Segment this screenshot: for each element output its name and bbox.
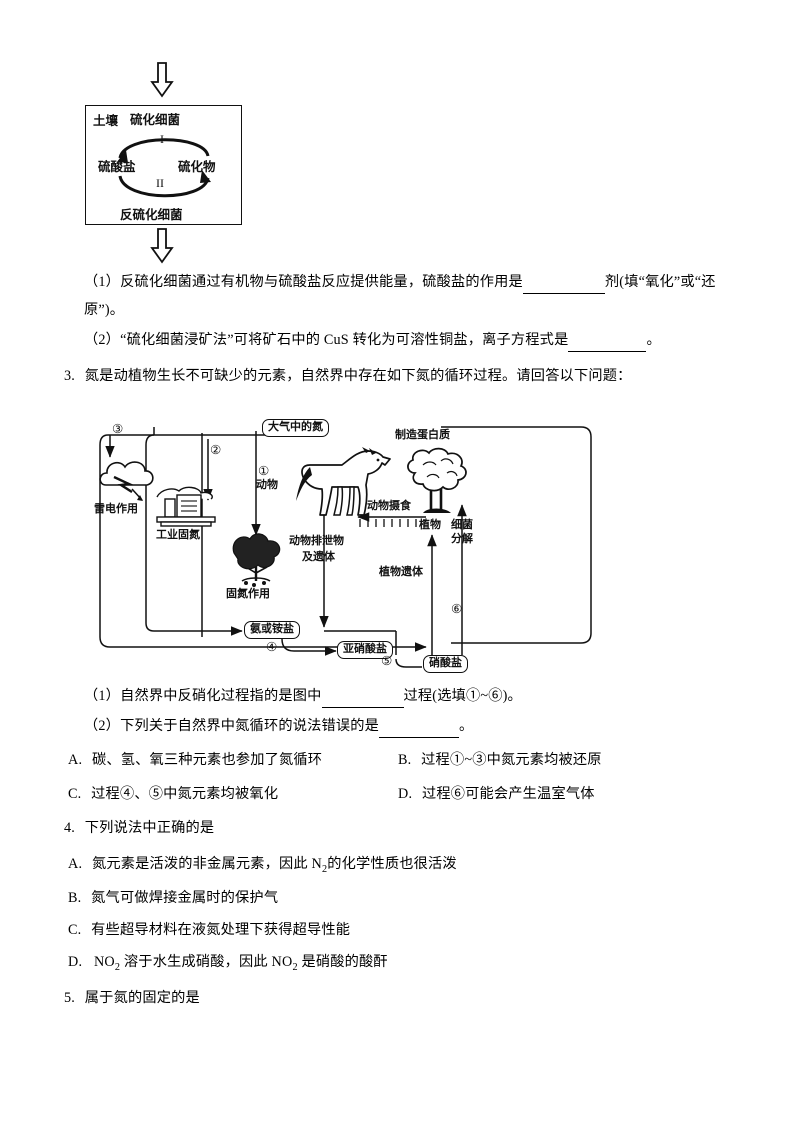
nitrate-pill: 硝酸盐 (423, 655, 468, 673)
q2-part2-blank[interactable] (568, 330, 647, 353)
animal-waste-label-line1: 动物排泄物 (289, 535, 344, 547)
q4-option-d-sub2: 2 (292, 961, 298, 973)
step-one-label: I (160, 132, 164, 146)
marker-2: ② (210, 442, 222, 457)
q4-option-a-sub: 2 (321, 863, 328, 875)
q3-option-a-key: A. (68, 752, 83, 768)
ammonia-or-ammonium-pill: 氨或铵盐 (244, 621, 300, 639)
lightning-cloud-icon (99, 461, 154, 501)
q3-option-a-text: 碳、氢、氧三种元素也参加了氮循环 (91, 752, 323, 768)
nitrogen-cycle-diagram: 大气中的氮 氨或铵盐 亚硝酸盐 硝酸盐 雷电作用 工业固氮 (94, 405, 696, 673)
q2-part1-line2: 原”)。 (84, 302, 125, 318)
q5-stem-line: 5. 属于氮的固定的是 (64, 988, 200, 1009)
marker-3: ③ (112, 421, 124, 436)
q3-part1-text-b: 过程(选填①~⑥)。 (403, 688, 522, 704)
q3-part2-text-a: （2）下列关于自然界中氮循环的说法错误的是 (84, 718, 380, 734)
q2-part1-line1: （1）反硫化细菌通过有机物与硫酸盐反应提供能量，硫酸盐的作用是 剂(填“氧化”或… (84, 272, 716, 295)
down-arrow-icon-top (150, 62, 174, 98)
q4-option-c-pre: 有些超导材料在液氮处理下获得超导性能 (91, 922, 351, 938)
q3-option-c[interactable]: C. 过程④、⑤中氮元素均被氧化 (68, 784, 278, 805)
q3-part2-blank[interactable] (379, 716, 460, 739)
q3-option-d[interactable]: D. 过程⑥可能会产生温室气体 (398, 784, 595, 805)
q3-option-b[interactable]: B. 过程①~③中氮元素均被还原 (398, 750, 602, 771)
q4-number: 4. (64, 820, 76, 836)
sulfur-cycle-box: 土壤 硫化细菌 I II 硫酸盐 硫化物 反硫化细菌 (85, 105, 242, 225)
q5-number: 5. (64, 990, 76, 1006)
horse-animal-icon (296, 447, 391, 516)
marker-1: ① (258, 463, 270, 478)
nitrite-pill: 亚硝酸盐 (337, 641, 393, 659)
tree-plant-icon (407, 447, 467, 514)
protein-synthesis-label: 制造蛋白质 (395, 429, 450, 441)
q4-option-b-key: B. (68, 890, 82, 906)
sulfur-bacteria-label: 硫化细菌 (130, 113, 181, 127)
animal-feeding-label: 动物摄食 (367, 500, 411, 512)
marker-5: ⑤ (381, 653, 393, 668)
q3-option-b-key: B. (398, 752, 412, 768)
q3-stem-line: 3. 氮是动植物生长不可缺少的元素，自然界中存在如下氮的循环过程。请回答以下问题… (64, 366, 632, 387)
atmospheric-nitrogen-pill: 大气中的氮 (262, 419, 329, 437)
factory-icon (156, 486, 216, 527)
q4-option-a[interactable]: A. 氮元素是活泼的非金属元素，因此 N2的化学性质也很活泼 (68, 854, 457, 877)
q3-part2-line: （2）下列关于自然界中氮循环的说法错误的是 。 (84, 716, 474, 739)
q4-stem-line: 4. 下列说法中正确的是 (64, 818, 214, 839)
q3-option-c-text: 过程④、⑤中氮元素均被氧化 (91, 786, 279, 802)
bacterial-decomposition-label-line2: 分解 (451, 533, 473, 545)
q3-number: 3. (64, 368, 76, 384)
q3-option-b-text: 过程①~③中氮元素均被还原 (421, 752, 602, 768)
q2-part2-text-b: 。 (646, 332, 661, 348)
biological-fixation-label: 固氮作用 (226, 588, 270, 600)
q4-option-d-sub: 2 (114, 961, 121, 973)
lightning-label: 雷电作用 (94, 503, 138, 515)
q3-part2-text-b: 。 (459, 718, 474, 734)
q4-option-b[interactable]: B. 氮气可做焊接金属时的保护气 (68, 888, 278, 909)
animal-waste-label-line2: 及遗体 (302, 551, 335, 563)
q4-option-d-pre: NO (93, 954, 115, 970)
q3-part1-line: （1）自然界中反硝化过程指的是图中 过程(选填①~⑥)。 (84, 686, 522, 709)
bacterial-decomposition-label-line1: 细菌 (451, 519, 473, 531)
sulfur-cycle-diagram: 土壤 硫化细菌 I II 硫酸盐 硫化物 反硫化细菌 (85, 62, 245, 267)
q3-part1-blank[interactable] (321, 686, 404, 709)
legume-plant-icon (232, 533, 281, 587)
q2-part2-text-a: （2）“硫化细菌浸矿法”可将矿石中的 CuS 转化为可溶性铜盐，离子方程式是 (84, 332, 569, 348)
q3-option-d-key: D. (398, 786, 413, 802)
desulfurizing-bacteria-label: 反硫化细菌 (120, 208, 183, 222)
q5-stem-text: 属于氮的固定的是 (84, 990, 200, 1006)
sulfate-label: 硫酸盐 (98, 160, 136, 174)
down-arrow-icon-bottom (150, 228, 174, 264)
q4-option-d-post2: 是硝酸的酸酐 (297, 954, 388, 970)
plant-label: 植物 (419, 519, 441, 531)
q2-part1-text-a: （1）反硫化细菌通过有机物与硫酸盐反应提供能量，硫酸盐的作用是 (84, 274, 523, 290)
q2-part1-text-b: 剂(填“氧化”或“还 (604, 274, 716, 290)
q3-option-d-text: 过程⑥可能会产生温室气体 (421, 786, 595, 802)
q4-option-d-key: D. (68, 954, 83, 970)
q3-part1-text-a: （1）自然界中反硝化过程指的是图中 (84, 688, 322, 704)
q3-option-c-key: C. (68, 786, 82, 802)
animal-label: 动物 (256, 479, 278, 491)
q4-stem-text: 下列说法中正确的是 (84, 820, 215, 836)
q4-option-a-pre: 氮元素是活泼的非金属元素，因此 N (91, 856, 322, 872)
q4-option-b-pre: 氮气可做焊接金属时的保护气 (91, 890, 279, 906)
q4-option-d-post: 溶于水生成硝酸，因此 NO (120, 954, 293, 970)
q2-part1-blank[interactable] (522, 272, 605, 295)
q4-option-a-post: 的化学性质也很活泼 (327, 856, 457, 872)
cycle-arrows (117, 138, 211, 198)
q4-option-c[interactable]: C. 有些超导材料在液氮处理下获得超导性能 (68, 920, 350, 941)
plant-remains-label: 植物遗体 (379, 566, 423, 578)
q4-option-d[interactable]: D. NO2 溶于水生成硝酸，因此 NO2 是硝酸的酸酐 (68, 952, 388, 975)
q4-option-c-key: C. (68, 922, 82, 938)
marker-4: ④ (266, 639, 278, 654)
q4-option-a-key: A. (68, 856, 83, 872)
q3-option-a[interactable]: A. 碳、氢、氧三种元素也参加了氮循环 (68, 750, 322, 771)
q3-stem-text: 氮是动植物生长不可缺少的元素，自然界中存在如下氮的循环过程。请回答以下问题： (84, 368, 632, 384)
industrial-fixation-label: 工业固氮 (156, 529, 200, 541)
soil-label: 土壤 (93, 114, 119, 128)
q2-part2-line: （2）“硫化细菌浸矿法”可将矿石中的 CuS 转化为可溶性铜盐，离子方程式是 。 (84, 330, 661, 353)
marker-6: ⑥ (451, 601, 463, 616)
step-two-label: II (156, 176, 164, 190)
sulfide-label: 硫化物 (178, 160, 216, 174)
